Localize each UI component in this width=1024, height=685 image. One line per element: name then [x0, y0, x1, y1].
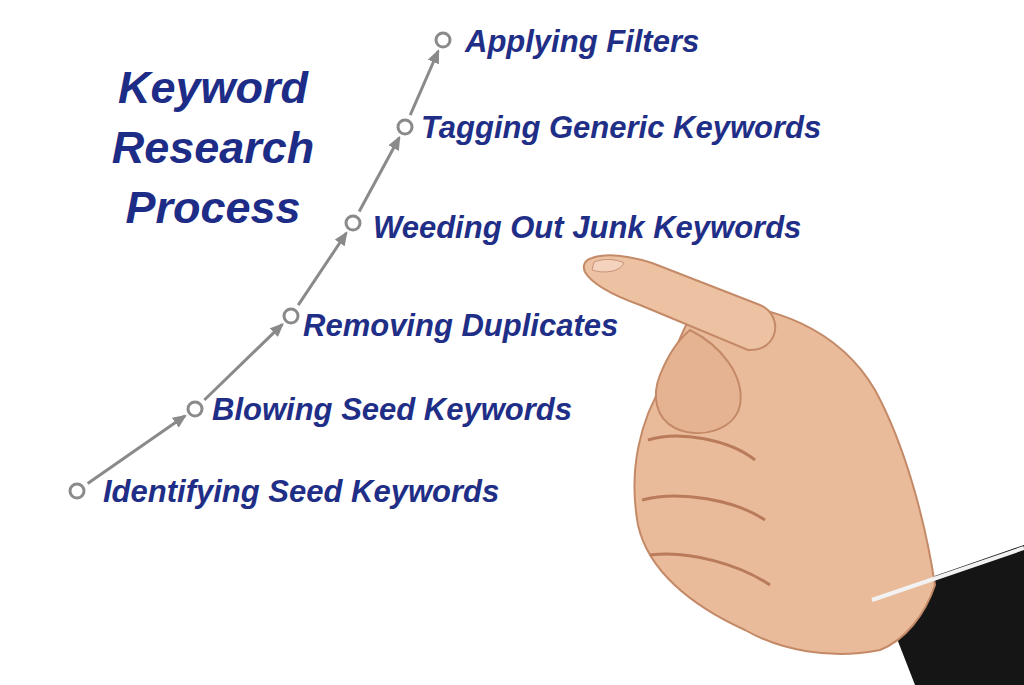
step-dot — [70, 484, 84, 498]
step-dot — [398, 120, 412, 134]
thumb — [656, 330, 741, 433]
step-arrow — [410, 51, 438, 115]
step-label: Tagging Generic Keywords — [421, 108, 821, 148]
step-circle — [433, 30, 453, 50]
step-arrow — [359, 138, 399, 212]
shirt-cuff — [872, 548, 1024, 600]
step-node: Removing Duplicates — [281, 306, 623, 346]
step-circle — [185, 399, 205, 419]
curled-finger — [650, 554, 770, 585]
hand-illustration — [584, 255, 1024, 685]
step-dot — [284, 309, 298, 323]
step-circle — [343, 213, 363, 233]
step-node: Applying Filters — [433, 22, 704, 62]
step-arrow — [298, 233, 346, 305]
diagram-title: Keyword Research Process — [88, 58, 338, 238]
palm — [634, 304, 935, 653]
step-dot — [436, 33, 450, 47]
step-arrow — [88, 416, 185, 484]
curled-finger — [642, 496, 765, 520]
step-node: Blowing Seed Keywords — [185, 390, 577, 430]
step-node: Identifying Seed Keywords — [67, 472, 504, 512]
step-circle — [67, 481, 87, 501]
step-label: Blowing Seed Keywords — [212, 390, 572, 430]
step-circle — [281, 306, 301, 326]
step-arrow — [204, 324, 282, 400]
step-label: Removing Duplicates — [303, 306, 618, 346]
step-label: Identifying Seed Keywords — [103, 472, 499, 512]
step-label: Applying Filters — [465, 22, 699, 62]
step-circle — [395, 117, 415, 137]
step-node: Weeding Out Junk Keywords — [343, 208, 806, 248]
step-label: Weeding Out Junk Keywords — [373, 208, 801, 248]
step-node: Tagging Generic Keywords — [395, 108, 826, 148]
step-dot — [346, 216, 360, 230]
fingernail — [592, 259, 624, 272]
step-dot — [188, 402, 202, 416]
curled-finger — [648, 436, 755, 460]
